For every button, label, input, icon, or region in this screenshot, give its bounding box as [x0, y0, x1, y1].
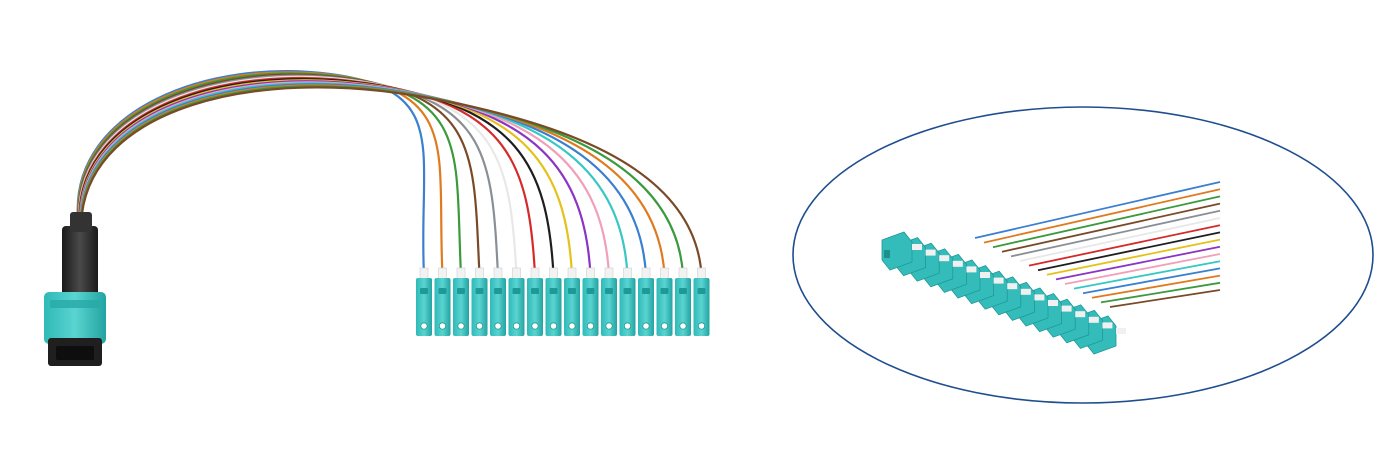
- lc-latch: [660, 288, 669, 294]
- lc-ferrule: [531, 322, 539, 330]
- zoom-fiber-strand: [992, 195, 1221, 249]
- mpo-housing: [44, 292, 106, 344]
- lc-latch: [679, 288, 687, 294]
- zoom-fiber-strand: [1037, 231, 1221, 272]
- zoom-fiber-strand: [1064, 253, 1221, 285]
- zoom-fiber-strand: [1073, 260, 1221, 290]
- zoom-lc-boot: [993, 277, 1004, 284]
- zoom-lc-boot: [952, 260, 963, 267]
- mpo-boot: [62, 226, 98, 296]
- zoom-fiber-strands: [974, 181, 1221, 308]
- lc-ferrule: [494, 322, 502, 330]
- zoom-lc-boot: [1061, 305, 1072, 312]
- zoom-lc-boot: [1048, 300, 1058, 306]
- lc-ferrule: [568, 322, 576, 330]
- lc-latch: [642, 288, 650, 294]
- zoom-ellipse-outline: [792, 106, 1374, 404]
- lc-ferrule: [475, 322, 484, 330]
- zoom-lc-boot: [1007, 283, 1018, 290]
- lc-ferrule: [549, 322, 558, 330]
- zoom-lc-boot: [1116, 328, 1126, 334]
- fiber-strand: [76, 71, 444, 276]
- lc-ferrule: [697, 322, 706, 330]
- zoom-lc-boot: [925, 249, 936, 256]
- zoom-lc-boot: [1088, 316, 1099, 323]
- zoom-fiber-strand: [1055, 245, 1221, 281]
- lc-latch: [438, 288, 447, 294]
- lc-latch: [457, 288, 465, 294]
- zoom-fiber-strand: [1091, 274, 1221, 299]
- zoom-fiber-strand: [1010, 209, 1221, 258]
- zoom-fiber-strand: [1082, 267, 1221, 295]
- zoom-lc-connector-stack: [881, 231, 1126, 355]
- zoom-lc-boot: [912, 244, 922, 250]
- mpo-boot-tail: [70, 212, 92, 232]
- fiber-strand: [76, 70, 426, 276]
- zoom-fiber-strand: [1019, 217, 1221, 262]
- lc-ferrule: [420, 322, 428, 330]
- zoom-fiber-strand: [1001, 202, 1221, 253]
- lc-connector-row: [416, 267, 710, 336]
- lc-ferrule: [642, 322, 650, 330]
- fiber-strands-main: [76, 70, 703, 276]
- zoom-fiber-strand: [1109, 289, 1221, 308]
- zoom-lc-boot: [1020, 288, 1031, 295]
- fiber-strand: [77, 74, 500, 276]
- lc-ferrule: [457, 322, 465, 330]
- zoom-fiber-strand: [1046, 238, 1221, 276]
- lc-latch: [568, 288, 576, 294]
- zoom-lc-boot: [1102, 322, 1113, 329]
- fiber-strand: [80, 85, 685, 276]
- zoom-fiber-strand: [1028, 224, 1221, 267]
- lc-ferrule: [623, 322, 632, 330]
- zoom-lc-ferrule-opening: [884, 250, 890, 258]
- lc-ferrule: [679, 322, 687, 330]
- zoom-lc-connector: [881, 231, 913, 271]
- lc-latch: [605, 288, 613, 294]
- lc-ferrule: [512, 322, 521, 330]
- lc-ferrule: [586, 322, 595, 330]
- zoom-detail-view: [792, 106, 1374, 404]
- zoom-lc-boot: [1034, 294, 1045, 301]
- fiber-strand: [79, 81, 611, 276]
- fiber-strand: [80, 86, 703, 276]
- lc-latch: [586, 288, 595, 294]
- lc-ferrule: [605, 322, 613, 330]
- zoom-fiber-strand: [983, 188, 1221, 244]
- mpo-connector: [44, 212, 106, 366]
- lc-latch: [475, 288, 484, 294]
- zoom-lc-boot: [1075, 311, 1086, 318]
- fiber-strand: [77, 73, 481, 276]
- lc-latch: [420, 288, 428, 294]
- mpo-housing-rib: [50, 300, 100, 308]
- lc-latch: [623, 288, 632, 294]
- zoom-fiber-strand: [1100, 281, 1221, 304]
- lc-latch: [531, 288, 539, 294]
- lc-ferrule: [438, 322, 447, 330]
- fiber-strand: [77, 72, 463, 276]
- mpo-ferrule-face: [56, 346, 94, 360]
- zoom-fiber-strand: [974, 181, 1221, 239]
- zoom-lc-boot: [966, 266, 977, 273]
- zoom-lc-boot: [939, 255, 950, 262]
- lc-latch: [549, 288, 558, 294]
- lc-latch: [494, 288, 502, 294]
- lc-latch: [697, 288, 706, 294]
- zoom-lc-boot: [980, 272, 990, 278]
- lc-latch: [512, 288, 521, 294]
- lc-ferrule: [660, 322, 669, 330]
